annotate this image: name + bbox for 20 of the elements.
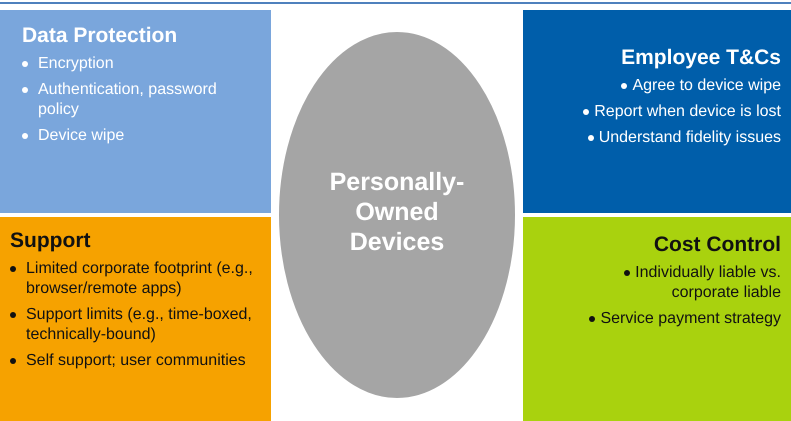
section-heading: Data Protection xyxy=(22,24,178,48)
section-heading: Support xyxy=(10,229,92,253)
bullet-item: Report when device is lost xyxy=(594,103,781,120)
bullet-item: Understand fidelity issues xyxy=(598,129,781,146)
bullet-item: Service payment strategy xyxy=(600,310,781,327)
bullet-item: Limited corporate footprint (e.g., browser/remote apps) xyxy=(26,260,253,297)
bullet-item: Encryption xyxy=(38,55,114,72)
quadrant-panel xyxy=(0,10,271,213)
bullet-item: Self support; user communities xyxy=(26,352,246,369)
quadrant-panel xyxy=(523,10,791,213)
quadrant-panel xyxy=(0,217,271,421)
quadrant-panel xyxy=(523,217,791,421)
center-title: Personally-Owned Devices xyxy=(328,167,466,257)
bullet-item: Agree to device wipe xyxy=(632,77,781,94)
bullet-item: Support limits (e.g., time-boxed, technically-bound) xyxy=(26,306,252,343)
bullet-item: Device wipe xyxy=(38,127,124,144)
section-heading: Cost Control xyxy=(652,233,781,257)
bullet-item: Authentication, password policy xyxy=(38,81,217,118)
section-heading: Employee T&Cs xyxy=(620,46,781,70)
bullet-item: Individually liable vs. corporate liable xyxy=(635,264,781,301)
